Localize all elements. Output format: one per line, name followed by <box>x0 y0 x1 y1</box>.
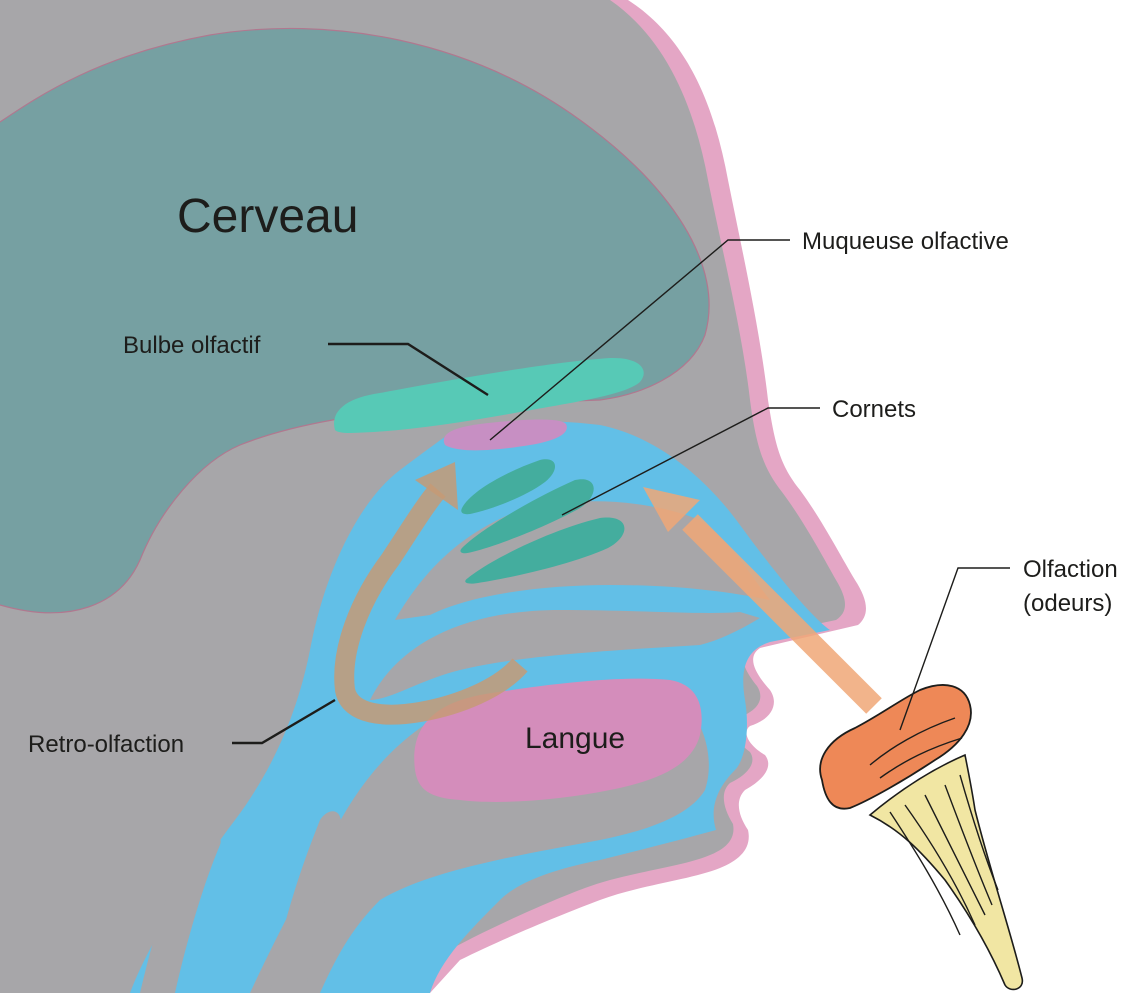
label-cerveau: Cerveau <box>177 190 358 243</box>
label-odeurs: (odeurs) <box>1023 590 1112 617</box>
label-langue: Langue <box>525 722 625 755</box>
label-muqueuse: Muqueuse olfactive <box>802 228 1009 255</box>
label-retro-olfaction: Retro-olfaction <box>28 731 184 758</box>
label-olfaction: Olfaction <box>1023 556 1118 583</box>
label-bulbe: Bulbe olfactif <box>123 332 261 359</box>
label-cornets: Cornets <box>832 396 916 423</box>
